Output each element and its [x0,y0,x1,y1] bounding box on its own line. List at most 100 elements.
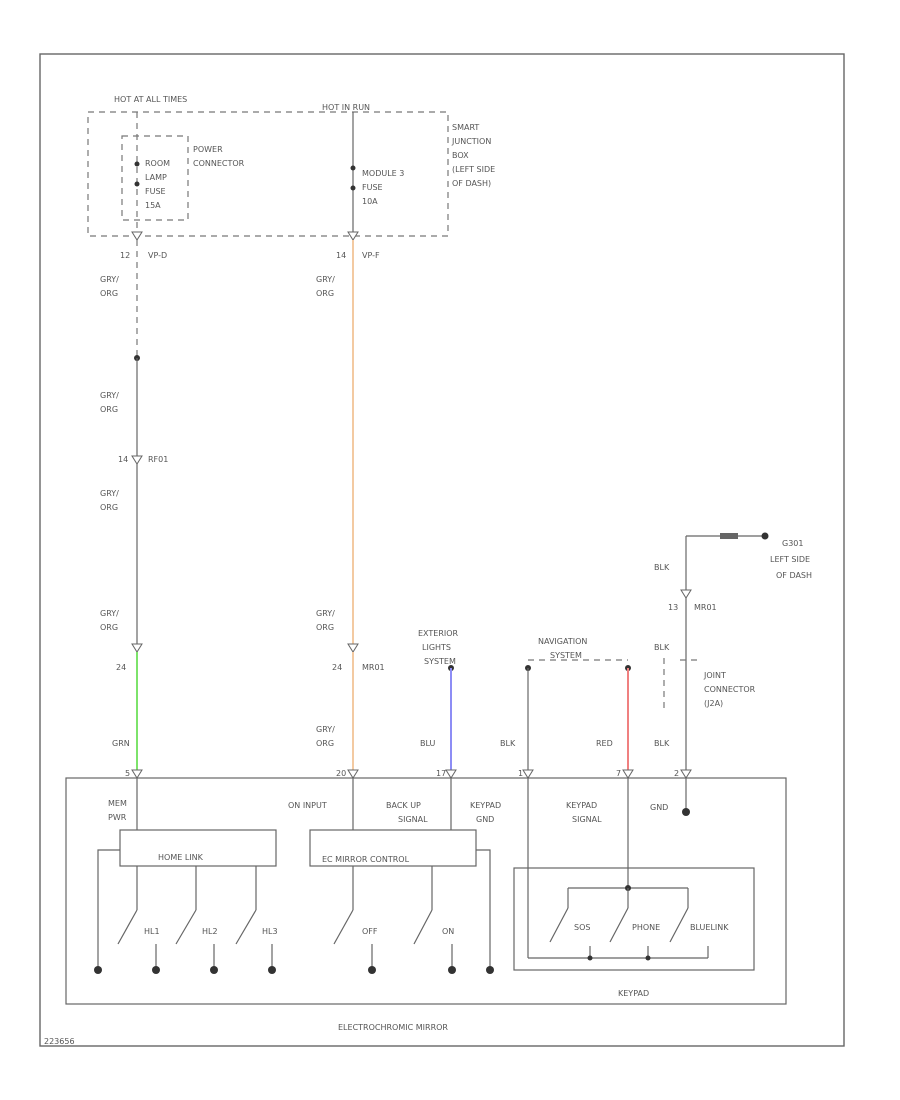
navigation-wire-color-1: BLK [500,739,516,748]
hl3-label: HL3 [262,927,278,936]
pin-5: 5 [125,769,130,778]
module3-fuse-2: FUSE [362,183,383,192]
center-pin-bottom: 24 [332,663,342,672]
exterior-label-1: EXTERIOR [418,629,459,638]
left-wire: GRY/ ORG GRY/ ORG 14 RF01 GRY/ ORG GRY/ … [100,240,168,779]
keypad-gnd-label-1: KEYPAD [470,801,501,810]
navigation-wire-color-2: RED [596,739,613,748]
navigation-system: NAVIGATION SYSTEM BLK RED [500,637,634,779]
hot-in-run-label: HOT IN RUN [322,103,370,112]
ground-label-1: G301 [782,539,803,548]
bluelink-label: BLUELINK [690,923,729,932]
junction-label-4: (LEFT SIDE [452,165,495,174]
junction-label-3: BOX [452,151,469,160]
electrochromic-mirror: 5 20 17 1 7 2 MEM PWR ON INPUT BACK UP S… [65,769,787,1032]
pin-17: 17 [436,769,446,778]
exterior-wire-color: BLU [420,739,436,748]
ground-label-2: LEFT SIDE [770,555,810,564]
left-wire-label-3a: GRY/ [100,489,119,498]
ground-g301: G301 LEFT SIDE OF DASH BLK 13 MR01 BLK J… [654,532,812,779]
keypad-title: KEYPAD [618,989,649,998]
left-wire-label-4b: ORG [100,623,118,632]
center-wire-label-2b: ORG [316,623,334,632]
backup-signal-label-2: SIGNAL [398,815,428,824]
gnd-label: GND [650,803,668,812]
ec-off-label: OFF [362,927,378,936]
pin-7: 7 [616,769,621,778]
ground-wire-label-1: BLK [654,563,670,572]
left-wire-label-1b: ORG [100,289,118,298]
center-wire-label-3a: GRY/ [316,725,335,734]
junction-label-5: OF DASH) [452,179,491,188]
conn-vp-d: VP-D [148,251,167,260]
conn-vp-f: VP-F [362,251,380,260]
joint-connector-2: CONNECTOR [704,685,756,694]
pin-14: 14 [336,251,346,260]
left-pin-bottom: 24 [116,663,126,672]
mem-pwr-label-2: PWR [108,813,127,822]
home-link-switches: HL1 HL2 HL3 [117,866,278,974]
center-wire-label-1a: GRY/ [316,275,335,284]
exterior-lights: EXTERIOR LIGHTS SYSTEM BLU [418,629,459,779]
left-wire-color: GRN [112,739,130,748]
left-wire-label-4a: GRY/ [100,609,119,618]
home-link-label: HOME LINK [158,853,204,862]
phone-label: PHONE [632,923,660,932]
room-lamp-fuse-3: FUSE [145,187,166,196]
center-wire-label-1b: ORG [316,289,334,298]
center-wire: GRY/ ORG GRY/ ORG 24 MR01 GRY/ ORG [316,240,385,779]
power-connector-label-1: POWER [193,145,223,154]
on-input-label: ON INPUT [288,801,327,810]
left-conn-mid: RF01 [148,455,168,464]
ground-label-3: OF DASH [776,571,812,580]
room-lamp-fuse-1: ROOM [145,159,170,168]
left-wire-label-2b: ORG [100,405,118,414]
keypad: SOS PHONE BLUELINK KEYPAD [513,867,755,998]
exterior-label-3: SYSTEM [424,657,456,666]
navigation-label-2: SYSTEM [550,651,582,660]
backup-signal-label-1: BACK UP [386,801,421,810]
module3-fuse-1: MODULE 3 [362,169,404,178]
left-pin-mid: 14 [118,455,128,464]
power-connector-label-2: CONNECTOR [193,159,245,168]
module3-fuse-3: 10A [362,197,378,206]
left-wire-label-2a: GRY/ [100,391,119,400]
footer-code: 223656 [44,1037,75,1046]
ec-mirror-switches: OFF ON [333,866,456,974]
left-wire-label-3b: ORG [100,503,118,512]
pin-2: 2 [674,769,679,778]
hot-at-all-times-label: HOT AT ALL TIMES [114,95,187,104]
center-wire-label-2a: GRY/ [316,609,335,618]
pin-1: 1 [518,769,523,778]
room-lamp-fuse-4: 15A [145,201,161,210]
keypad-signal-label-2: SIGNAL [572,815,602,824]
sos-label: SOS [574,923,590,932]
hl2-label: HL2 [202,927,218,936]
joint-connector-3: (J2A) [704,699,723,708]
keypad-signal-label-1: KEYPAD [566,801,597,810]
navigation-label-1: NAVIGATION [538,637,587,646]
keypad-gnd-label-2: GND [476,815,494,824]
joint-connector-1: JOINT [703,671,726,680]
mem-pwr-label-1: MEM [108,799,127,808]
left-wire-label-1a: GRY/ [100,275,119,284]
hl1-label: HL1 [144,927,160,936]
junction-label-1: SMART [452,123,479,132]
ground-wire-label-2: BLK [654,643,670,652]
pin-20: 20 [336,769,346,778]
smart-junction-box: HOT AT ALL TIMES HOT IN RUN SMART JUNCTI… [87,95,495,237]
mirror-title: ELECTROCHROMIC MIRROR [338,1023,448,1032]
diagram-frame [39,53,845,1047]
exterior-label-2: LIGHTS [422,643,451,652]
pin-12: 12 [120,251,130,260]
room-lamp-fuse-2: LAMP [145,173,167,182]
junction-label-2: JUNCTION [451,137,491,146]
center-conn-bottom: MR01 [362,663,385,672]
ground-pin: 13 [668,603,678,612]
ground-wire-label-3: BLK [654,739,670,748]
ground-conn: MR01 [694,603,717,612]
center-wire-label-3b: ORG [316,739,334,748]
ec-on-label: ON [442,927,454,936]
ec-mirror-control-label: EC MIRROR CONTROL [322,855,410,864]
